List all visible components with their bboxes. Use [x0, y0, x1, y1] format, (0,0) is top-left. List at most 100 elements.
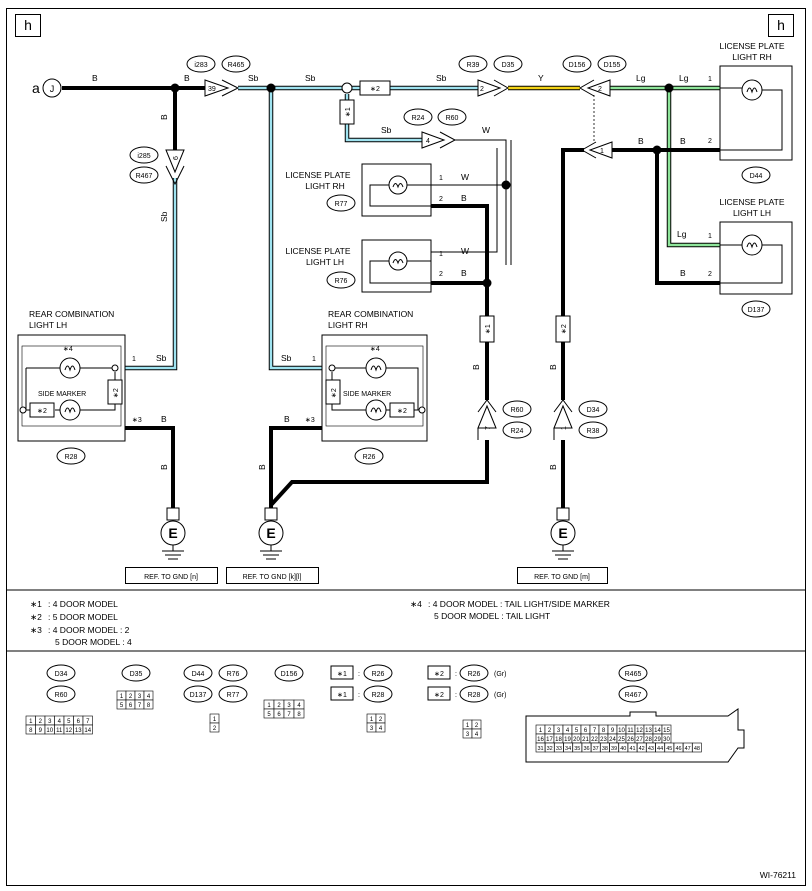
pin-number: 46: [675, 746, 681, 752]
connector-arrow: [553, 404, 573, 429]
inline-connector: [359, 80, 391, 96]
svg-text:1: 1: [312, 356, 316, 363]
pin-cell: [471, 728, 482, 739]
wire-label: Lg: [679, 73, 689, 83]
start-letter: a: [32, 80, 40, 96]
pin-number: 32: [547, 746, 553, 752]
pin-number: 12: [636, 728, 643, 734]
svg-text:D156: D156: [569, 62, 586, 69]
pin-number: 48: [694, 746, 700, 752]
wire-label: W: [461, 172, 469, 182]
pin-number: 47: [685, 746, 691, 752]
pin-number: 21: [582, 737, 589, 743]
svg-text:LIGHT LH: LIGHT LH: [306, 257, 344, 267]
connector-arrow: [204, 79, 230, 97]
connector-arrow: [439, 131, 457, 149]
connector-arrow: [493, 79, 510, 97]
svg-text:∗4: ∗4: [410, 599, 422, 609]
svg-text:R39: R39: [467, 62, 480, 69]
notes: ∗1: 4 DOOR MODEL ∗2: 5 DOOR MODEL ∗3: 4 …: [30, 599, 610, 647]
svg-text:REF. TO GND [k][l]: REF. TO GND [k][l]: [243, 574, 302, 581]
pin-label: 6: [173, 156, 180, 160]
svg-text:SIDE MARKER: SIDE MARKER: [38, 391, 86, 398]
svg-text:D34: D34: [55, 671, 68, 678]
rear-combination-light-rh: REAR COMBINATION LIGHT RH ∗4 SIDE MARKER…: [305, 309, 428, 442]
svg-text:LICENSE PLATE: LICENSE PLATE: [285, 246, 350, 256]
pin-number: 11: [56, 728, 63, 734]
svg-text:∗3: ∗3: [132, 417, 142, 424]
wire-label: W: [461, 246, 469, 256]
pin-number: 16: [537, 737, 544, 743]
wire-label: Sb: [305, 73, 316, 83]
svg-text::: :: [358, 671, 360, 678]
connector-arrow: [165, 149, 185, 174]
connector-arrow: [421, 131, 446, 149]
pin-number: 45: [666, 746, 672, 752]
pin-number: 10: [618, 728, 625, 734]
pin-number: 1: [29, 719, 33, 725]
wire-label: B: [638, 136, 644, 146]
pin-number: 2: [213, 726, 217, 732]
pin-number: 2: [475, 723, 479, 729]
pin-number: 35: [574, 746, 580, 752]
pin-number: 20: [573, 737, 580, 743]
wire-label: B: [92, 73, 98, 83]
connector-arrow: [588, 141, 613, 159]
pin-number: 8: [29, 728, 33, 734]
pin-number: 4: [297, 703, 301, 709]
ground-m: E REF. TO GND [m]: [517, 507, 608, 584]
wire-b-rear-rh-gnd: [269, 426, 322, 510]
pin-number: 25: [618, 737, 625, 743]
wire-label: Y: [538, 73, 544, 83]
page-tag-right-box: [768, 14, 794, 37]
pin-number: 3: [466, 732, 470, 738]
wire-label: Sb: [381, 125, 392, 135]
pin-number: 4: [566, 728, 570, 734]
pin-cell: [209, 722, 220, 733]
pin-number: 7: [287, 712, 291, 718]
mark-label: ∗2: [370, 86, 380, 93]
junction-dot: [652, 145, 662, 155]
svg-text:: 4 DOOR MODEL : 2: : 4 DOOR MODEL : 2: [48, 625, 130, 635]
svg-text:i283: i283: [194, 62, 207, 69]
pin-number: 1: [539, 728, 543, 734]
svg-text:R76: R76: [227, 671, 240, 678]
wire-label: Sb: [159, 211, 169, 222]
wire-label: B: [548, 364, 558, 370]
svg-text:R24: R24: [412, 115, 425, 122]
pin-number: 8: [147, 703, 151, 709]
pin-label: 4: [426, 138, 430, 145]
pin-number: 2: [39, 719, 43, 725]
pin-number: 6: [129, 703, 133, 709]
connector-arrow: [477, 399, 497, 413]
pin-cell: [692, 742, 702, 753]
pin-number: 18: [555, 737, 562, 743]
pin-number: 1: [267, 703, 271, 709]
pin-number: 43: [648, 746, 654, 752]
rear-combination-light-lh: REAR COMBINATION LIGHT LH ∗4 SIDE MARKER…: [17, 309, 142, 442]
svg-text:5 DOOR MODEL : 4: 5 DOOR MODEL : 4: [55, 637, 132, 647]
svg-text:LIGHT RH: LIGHT RH: [305, 181, 345, 191]
svg-text:D34: D34: [587, 407, 600, 414]
pin-number: 13: [645, 728, 652, 734]
pin-number: 37: [593, 746, 599, 752]
svg-text:D137: D137: [748, 307, 765, 314]
pin-number: 42: [639, 746, 645, 752]
pin-label: 39: [208, 86, 216, 93]
svg-text:LICENSE PLATE: LICENSE PLATE: [719, 41, 784, 51]
svg-text:1: 1: [439, 251, 443, 258]
svg-text:∗1: ∗1: [30, 599, 42, 609]
page-frame: [6, 8, 806, 886]
pin-cell: [82, 724, 93, 735]
connector-arrow: [477, 404, 497, 429]
license-plate-light-rh-mid: LICENSE PLATE LIGHT RH 1 2: [285, 163, 443, 217]
pin-number: 30: [663, 737, 670, 743]
svg-text:REAR COMBINATION: REAR COMBINATION: [328, 309, 413, 319]
pin-number: 6: [584, 728, 588, 734]
pin-number: 5: [67, 719, 71, 725]
svg-text:R28: R28: [372, 692, 385, 699]
wire-label: Lg: [677, 229, 687, 239]
